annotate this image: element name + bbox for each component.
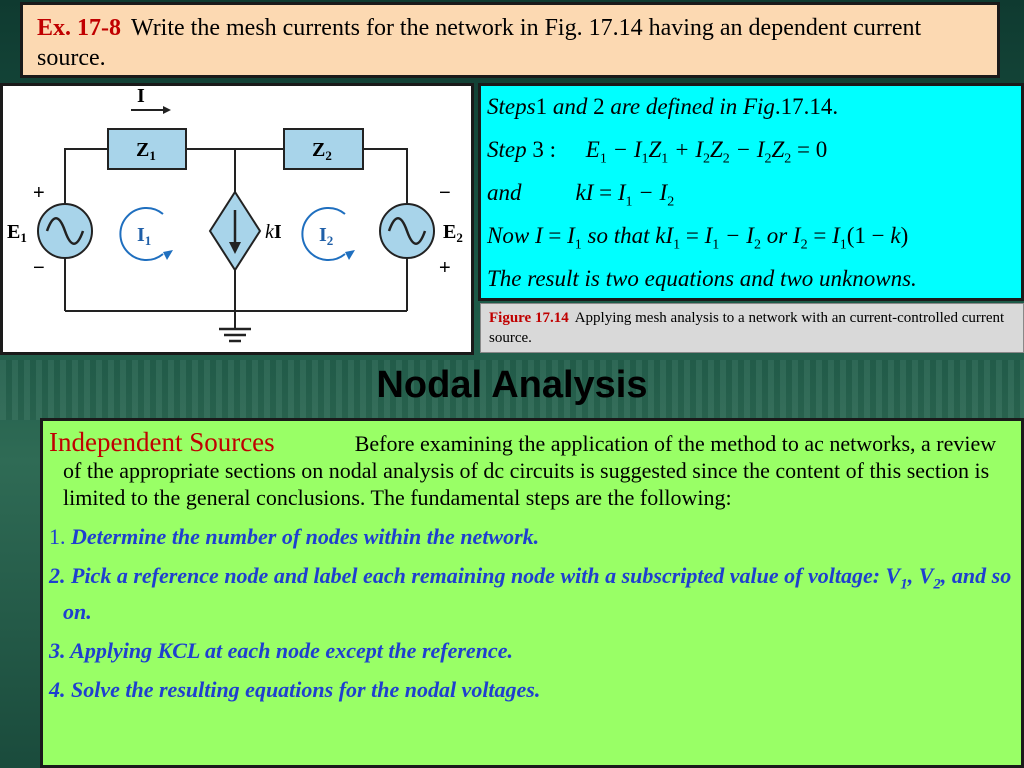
z2-label: Z2 xyxy=(312,139,332,163)
step-3: 3. Applying KCL at each node except the … xyxy=(49,638,513,664)
step-line-4: Now I = I1 so that kI1 = I1 − I2 or I2 =… xyxy=(487,223,909,253)
intro-text: Before examining the application of the … xyxy=(63,431,997,510)
figure-caption-text: Applying mesh analysis to a network with… xyxy=(489,310,1005,346)
example-label: Ex. 17-8 xyxy=(37,15,121,41)
mesh-loop-i2-icon xyxy=(301,207,346,261)
solution-steps: Steps1 and 2 are defined in Fig.17.14. S… xyxy=(478,83,1024,301)
circuit-diagram: I Z1 Z2 + − E1 − + E2 kI I1 I2 xyxy=(0,83,474,355)
e2-plus: + xyxy=(439,257,451,279)
circuit-svg: I Z1 Z2 + − E1 − + E2 kI I1 I2 xyxy=(7,86,463,343)
impedance-z2 xyxy=(283,128,364,170)
e1-minus: − xyxy=(33,257,45,279)
wire-left-top xyxy=(64,148,108,228)
step-line-1: Steps1 and 2 are defined in Fig.17.14. xyxy=(487,94,839,119)
e2-label: E2 xyxy=(443,221,463,245)
mesh-loop-i1-icon xyxy=(119,207,164,261)
mesh-i2-label: I2 xyxy=(319,224,333,248)
sine-wave-icon xyxy=(387,217,427,245)
arrow-down-icon xyxy=(229,210,241,254)
e2-minus: − xyxy=(439,182,451,204)
source-label: kI xyxy=(265,221,282,243)
background-decoration xyxy=(0,360,1024,420)
step-line-2: Step 3 : E1 − I1Z1 + I2Z2 − I2Z2 = 0 xyxy=(487,137,828,167)
step-2: 2. Pick a reference node and label each … xyxy=(49,563,1012,625)
z1-label: Z1 xyxy=(136,139,156,163)
current-label: I xyxy=(137,86,145,107)
ground-icon xyxy=(219,327,251,343)
step-4: 4. Solve the resulting equations for the… xyxy=(49,677,541,703)
section-title: Nodal Analysis xyxy=(376,364,648,406)
e1-plus: + xyxy=(33,182,45,204)
sine-wave-icon xyxy=(45,217,85,245)
mesh-arrow-i2-icon xyxy=(345,250,355,260)
mesh-arrow-i1-icon xyxy=(163,250,173,260)
subheading: Independent Sources xyxy=(49,427,275,457)
impedance-z1 xyxy=(107,128,187,170)
example-text: Write the mesh currents for the network … xyxy=(37,15,922,71)
step-line-5: The result is two equations and two unkn… xyxy=(487,266,917,291)
mesh-i1-label: I1 xyxy=(137,224,151,248)
figure-label: Figure 17.14 xyxy=(489,310,569,326)
wire-right-top xyxy=(363,148,408,204)
step-1: 1. Determine the number of nodes within … xyxy=(49,524,540,549)
e1-label: E1 xyxy=(7,221,27,245)
current-arrow-icon xyxy=(131,106,171,114)
